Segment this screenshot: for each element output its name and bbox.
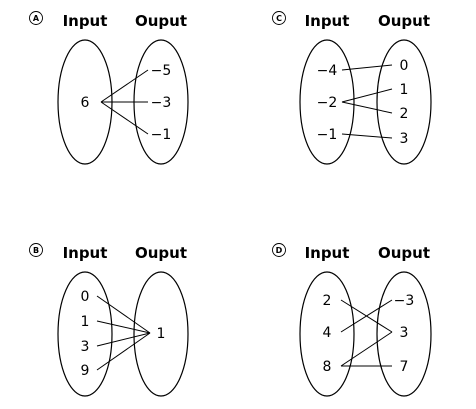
output-value: −3 bbox=[151, 95, 172, 111]
output-value: 3 bbox=[400, 131, 409, 147]
input-value: 3 bbox=[81, 339, 90, 355]
badge-a-circle bbox=[29, 11, 43, 25]
output-header-b: Ouput bbox=[135, 244, 187, 262]
input-value: 2 bbox=[323, 293, 332, 309]
mapping-line bbox=[340, 299, 393, 333]
output-header-d: Ouput bbox=[378, 244, 430, 262]
output-oval-b bbox=[133, 271, 189, 397]
mapping-lines-c bbox=[341, 64, 393, 139]
badge-b: B bbox=[33, 246, 39, 255]
mapping-line bbox=[341, 133, 393, 139]
mapping-lines-d bbox=[340, 299, 393, 367]
mapping-line bbox=[96, 320, 151, 334]
output-value: 1 bbox=[400, 82, 409, 98]
input-oval-d bbox=[299, 271, 355, 397]
input-value: 9 bbox=[81, 363, 90, 379]
output-value: −1 bbox=[151, 127, 172, 143]
output-header-c: Ouput bbox=[378, 12, 430, 30]
mapping-line bbox=[340, 331, 393, 367]
output-value: 0 bbox=[400, 58, 409, 74]
input-value: −4 bbox=[317, 63, 338, 79]
output-value: −3 bbox=[394, 293, 415, 309]
output-oval-c bbox=[376, 39, 432, 165]
panel-a: A Input Ouput 6 −5 −3 −1 bbox=[29, 11, 189, 165]
output-value: 7 bbox=[400, 359, 409, 375]
input-header-b: Input bbox=[63, 244, 108, 262]
output-value: 2 bbox=[400, 106, 409, 122]
output-oval-d bbox=[376, 271, 432, 397]
badge-c-circle bbox=[272, 11, 286, 25]
panel-c: C Input Ouput −4 −2 −1 0 1 2 3 bbox=[272, 11, 432, 165]
input-value: −2 bbox=[317, 95, 338, 111]
mapping-line bbox=[96, 332, 151, 371]
output-value: −5 bbox=[151, 63, 172, 79]
input-oval-b bbox=[57, 271, 113, 397]
mapping-lines-b bbox=[96, 295, 151, 371]
input-header-d: Input bbox=[305, 244, 350, 262]
mapping-line bbox=[96, 295, 151, 334]
output-header-a: Ouput bbox=[135, 12, 187, 30]
mapping-line bbox=[100, 101, 149, 135]
mapping-lines-a bbox=[100, 69, 149, 135]
input-oval-c bbox=[299, 39, 355, 165]
badge-d-circle bbox=[272, 243, 286, 257]
output-value: 1 bbox=[157, 326, 166, 342]
mapping-line bbox=[341, 64, 393, 71]
input-value: 0 bbox=[81, 289, 90, 305]
mapping-line bbox=[341, 88, 393, 103]
panel-b: B Input Ouput 0 1 3 9 1 bbox=[29, 243, 189, 397]
badge-b-circle bbox=[29, 243, 43, 257]
input-header-a: Input bbox=[63, 12, 108, 30]
panel-d: D Input Ouput 2 4 8 −3 3 7 bbox=[272, 243, 432, 397]
input-value: 6 bbox=[81, 95, 90, 111]
input-value: 8 bbox=[323, 359, 332, 375]
badge-c: C bbox=[276, 14, 282, 23]
input-value: 1 bbox=[81, 314, 90, 330]
output-value: 3 bbox=[400, 325, 409, 341]
mapping-line bbox=[100, 69, 149, 103]
input-value: −1 bbox=[317, 127, 338, 143]
mapping-line bbox=[96, 332, 151, 347]
input-header-c: Input bbox=[305, 12, 350, 30]
badge-a: A bbox=[33, 14, 40, 23]
badge-d: D bbox=[276, 246, 283, 255]
input-value: 4 bbox=[323, 325, 332, 341]
mapping-line bbox=[341, 101, 393, 114]
